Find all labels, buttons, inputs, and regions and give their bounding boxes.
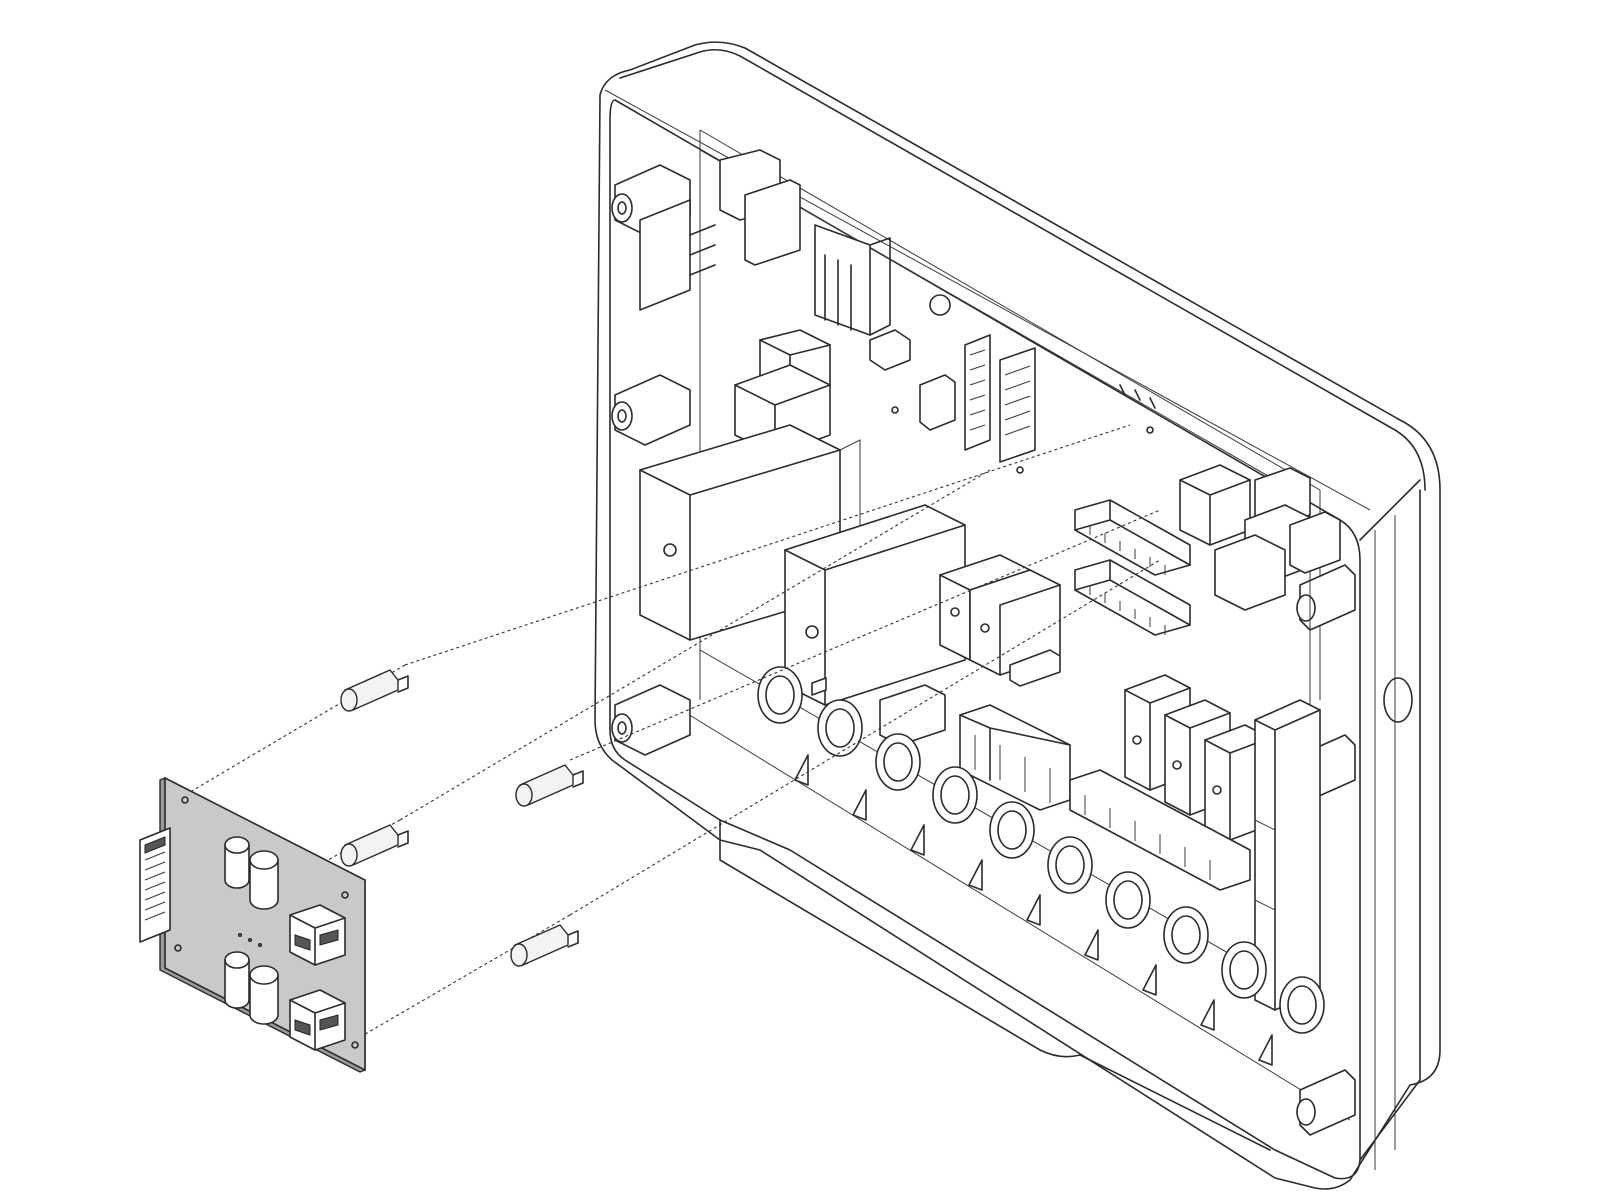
transformer-2 (784, 504, 966, 706)
standoff-4 (510, 924, 579, 967)
enclosure-front-frame (609, 99, 1361, 1180)
small-components (869, 294, 1156, 474)
terminal-strip-1 (1074, 499, 1191, 576)
enclosure-side-hole (1383, 677, 1413, 723)
right-module (1254, 699, 1321, 1011)
board-terminal-1 (289, 904, 346, 966)
cable-gland (1105, 871, 1151, 929)
standoff-2 (515, 764, 584, 807)
enclosure-right-side (1359, 479, 1421, 1161)
cable-gland (757, 666, 803, 724)
board-hole (341, 891, 349, 899)
power-supply-block (639, 149, 801, 311)
cable-gland (932, 766, 978, 824)
cable-gland (989, 801, 1035, 859)
enclosure-top-rim (619, 48, 1426, 491)
capacitor-2 (249, 850, 279, 910)
pin-header-2 (999, 347, 1036, 463)
standoffs (340, 669, 584, 967)
cable-gland (875, 733, 921, 791)
expansion-board (139, 776, 366, 1073)
cable-gland (817, 699, 863, 757)
standoff-3 (340, 824, 409, 867)
board-hole (181, 796, 189, 804)
standoff-1 (340, 669, 409, 712)
terminal-strip-2 (1074, 559, 1191, 636)
mounting-bosses (611, 164, 1356, 1136)
mounting-boss-low (611, 684, 691, 756)
enclosure-skirt-inner (664, 699, 1351, 1121)
knockout-triangles (794, 754, 1273, 1066)
cable-glands (757, 666, 1325, 1066)
small-transformer (734, 329, 831, 456)
mounting-boss-mid (611, 374, 691, 446)
enclosure-lower-skirt (719, 819, 1271, 1151)
heatsink (814, 224, 891, 336)
enclosure-right-side-inner (1374, 515, 1396, 1170)
mounting-boss-right-low (1296, 1069, 1356, 1136)
board-hole (351, 1041, 359, 1049)
relay-trio (1124, 674, 1271, 841)
cable-gland (1221, 941, 1267, 999)
board-hole (174, 944, 182, 952)
relay-pair-upper (939, 554, 1061, 676)
edge-connector (139, 827, 171, 943)
capacitor-3 (224, 951, 250, 1009)
main-board (639, 149, 1341, 1011)
capacitor-4 (249, 965, 279, 1025)
screw-terminals (959, 704, 1251, 891)
network-connectors (1179, 464, 1341, 611)
cable-gland (1163, 906, 1209, 964)
capacitor-1 (224, 836, 250, 889)
board-terminal-2 (289, 989, 346, 1051)
cable-gland (1279, 976, 1325, 1034)
pin-header-1 (964, 334, 991, 451)
center-connector (879, 649, 1061, 746)
cable-gland (1047, 836, 1093, 894)
